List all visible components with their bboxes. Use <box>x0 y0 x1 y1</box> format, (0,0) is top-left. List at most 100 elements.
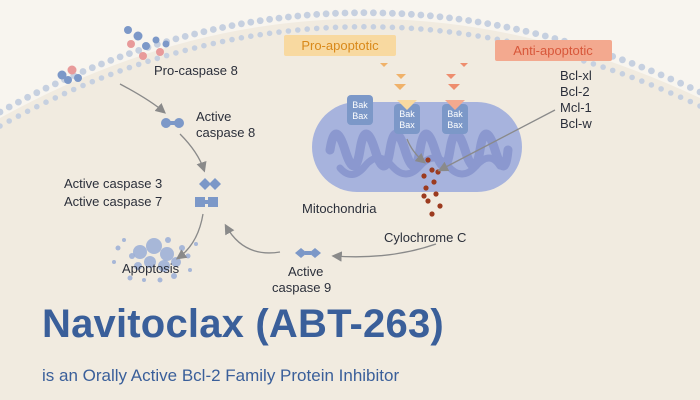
bcl-w-label: Bcl-w <box>560 116 592 131</box>
membrane-dot <box>638 63 646 71</box>
cytochrome-dot <box>425 157 431 163</box>
membrane-dot <box>257 31 264 38</box>
cytochrome-dot <box>437 203 443 209</box>
membrane-dot <box>0 123 3 129</box>
bak-bax-3-line2: Bax <box>447 120 463 130</box>
bcl-xl-label: Bcl-xl <box>560 68 592 83</box>
cytochrome-dot <box>421 193 427 199</box>
cytochrome-dot <box>423 185 429 191</box>
cytochrome-dot <box>429 211 435 217</box>
active-caspase-9-label-line2: caspase 9 <box>272 280 331 295</box>
arrow-cytochrome-to-caspase9 <box>331 243 437 262</box>
pro-apoptotic-chevrons <box>380 63 406 90</box>
membrane-dot <box>399 24 405 31</box>
membrane-dot <box>304 26 311 32</box>
apoptosis-fragment <box>188 268 192 272</box>
cytochrome-c-particles <box>421 157 443 217</box>
membrane-dot <box>408 10 415 18</box>
membrane-dot <box>493 21 501 29</box>
apoptosis-fragment <box>171 273 177 279</box>
membrane-dot <box>200 28 208 36</box>
membrane-dot <box>107 57 115 64</box>
membrane-dot <box>370 9 377 17</box>
membrane-dot <box>163 52 170 59</box>
membrane-dot <box>436 13 444 21</box>
apoptosis-fragment <box>142 278 146 282</box>
bak-bax-protein-3: Bak Bax <box>442 100 468 134</box>
membrane-dot <box>474 18 482 26</box>
membrane-dot <box>455 15 463 23</box>
membrane-dot <box>668 90 674 96</box>
pro-caspase-8-cluster <box>57 26 170 84</box>
apoptosis-fragment <box>165 237 171 243</box>
membrane-dot <box>248 33 254 39</box>
membrane-dot <box>389 9 396 17</box>
bak-bax-2-line1: Bak <box>399 109 415 119</box>
cytochrome-c-label: Cylochrome C <box>384 230 466 245</box>
membrane-dot <box>418 26 424 32</box>
membrane-dot <box>687 98 694 105</box>
membrane-dot <box>408 25 415 32</box>
membrane-dot <box>116 53 124 61</box>
apoptosis-fragment <box>157 277 163 283</box>
membrane-dot <box>697 103 700 109</box>
apoptosis-fragment <box>171 257 181 267</box>
membrane-dot <box>619 71 626 77</box>
membrane-dot <box>484 34 491 41</box>
bak-bax-protein-2: Bak Bax <box>394 100 420 134</box>
membrane-dot <box>532 30 540 37</box>
apoptosis-fragment <box>129 253 135 259</box>
membrane-dot <box>313 11 321 18</box>
cell-interior <box>0 18 700 400</box>
membrane-dot <box>313 25 320 32</box>
membrane-dot <box>332 24 339 31</box>
active-caspase-3-label: Active caspase 3 <box>64 176 162 191</box>
membrane-dot <box>360 9 368 17</box>
membrane-dot <box>658 86 664 92</box>
pro-caspase-8-label: Pro-caspase 8 <box>154 63 238 78</box>
membrane-dot <box>285 28 292 34</box>
membrane-dot <box>70 86 77 93</box>
membrane-dot <box>229 36 235 43</box>
bak-bax-protein-1: Bak Bax <box>347 95 373 125</box>
apoptosis-fragment <box>144 256 156 268</box>
membrane-dot <box>0 108 4 116</box>
cytochrome-dot <box>429 167 435 173</box>
arrow-bakbax-to-cytochrome <box>406 138 426 164</box>
membrane-dot <box>628 60 636 67</box>
arrow-bcl-inhibition <box>437 109 556 172</box>
page-title: Navitoclax (ABT-263) <box>42 302 444 346</box>
pro-apoptotic-label: Pro-apoptotic <box>301 38 379 53</box>
apoptosis-label: Apoptosis <box>122 261 180 276</box>
membrane-dot <box>24 93 31 101</box>
membrane-dot <box>648 82 655 88</box>
membrane-dot <box>541 32 549 40</box>
membrane-dot <box>446 29 453 35</box>
membrane-dot <box>295 27 301 33</box>
membrane-dot <box>256 17 264 25</box>
membrane-dot <box>465 31 472 38</box>
arrow-caspase37-to-apoptosis <box>175 213 204 260</box>
membrane-dot <box>79 68 87 75</box>
membrane-dot <box>609 67 616 74</box>
membrane-dot <box>513 25 520 33</box>
membrane-dot <box>629 74 635 81</box>
membrane-dot <box>303 11 311 19</box>
membrane-dot <box>191 30 199 38</box>
membrane-dot <box>696 88 700 96</box>
membrane-dot <box>341 9 349 17</box>
membrane-dot <box>34 103 40 110</box>
membrane-dot <box>446 14 453 22</box>
membrane-dot <box>379 9 387 17</box>
membrane-dot <box>52 95 59 101</box>
active-caspase-8-icon <box>161 118 184 128</box>
mcl-1-label: Mcl-1 <box>560 100 592 115</box>
membrane-dot <box>380 24 386 30</box>
membrane-dot <box>126 64 133 71</box>
mitochondrion-cristae-lower <box>336 154 504 178</box>
membrane-dot <box>209 26 217 33</box>
active-caspase-7-label: Active caspase 7 <box>64 194 162 209</box>
membrane-dot <box>181 33 189 40</box>
membrane-dot <box>117 68 123 74</box>
